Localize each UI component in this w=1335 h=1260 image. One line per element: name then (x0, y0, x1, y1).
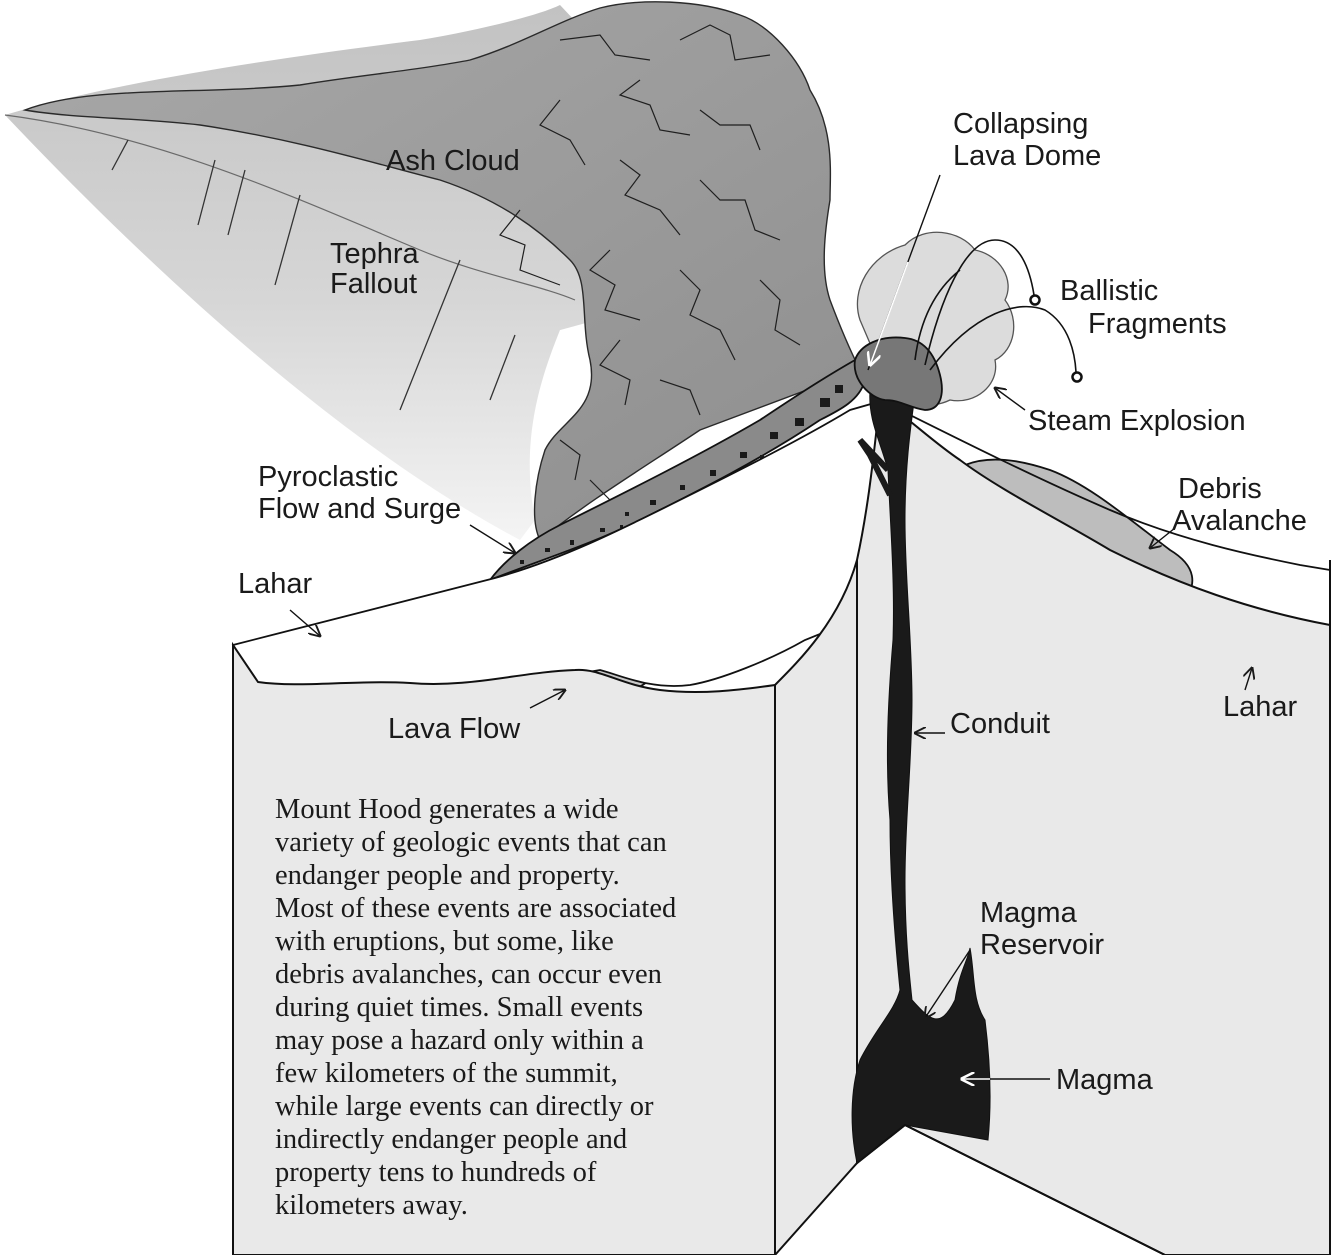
label-pyroclastic-line1: Pyroclastic (258, 461, 398, 493)
label-debris-line1: Debris (1178, 473, 1262, 505)
description-line: Most of these events are associated (275, 892, 745, 925)
description-line: may pose a hazard only within a (275, 1024, 745, 1057)
description-line: few kilometers of the summit, (275, 1057, 745, 1090)
description-line: variety of geologic events that can (275, 826, 745, 859)
label-debris-line2: Avalanche (1172, 505, 1307, 537)
description-line: endanger people and property. (275, 859, 745, 892)
label-tephra-line2: Fallout (330, 268, 417, 300)
description-line: indirectly endanger people and (275, 1123, 745, 1156)
label-lahar-right: Lahar (1223, 691, 1298, 723)
label-conduit: Conduit (950, 708, 1050, 740)
label-lava-dome-line2: Lava Dome (953, 140, 1101, 172)
description-paragraph: Mount Hood generates a wide variety of g… (275, 793, 745, 1222)
label-ballistic-line2: Fragments (1088, 308, 1227, 340)
description-line: debris avalanches, can occur even (275, 958, 745, 991)
ballistic-fragment-2 (1073, 373, 1082, 382)
label-lava-flow: Lava Flow (388, 713, 521, 745)
label-ash-cloud: Ash Cloud (386, 145, 520, 177)
label-lava-dome-line1: Collapsing (953, 108, 1088, 140)
description-line: while large events can directly or (275, 1090, 745, 1123)
block-front-right-face (775, 560, 857, 1255)
description-line: property tens to hundreds of (275, 1156, 745, 1189)
description-line: during quiet times. Small events (275, 991, 745, 1024)
description-line: with eruptions, but some, like (275, 925, 745, 958)
ballistic-fragment-1 (1031, 296, 1040, 305)
label-ballistic-line1: Ballistic (1060, 275, 1158, 307)
label-tephra-line1: Tephra (330, 238, 420, 270)
description-line: Mount Hood generates a wide (275, 793, 745, 826)
label-magma-reservoir-line1: Magma (980, 897, 1078, 929)
label-lahar-left: Lahar (238, 568, 313, 600)
steam-explosion-arrow (995, 388, 1025, 410)
label-magma: Magma (1056, 1064, 1154, 1096)
label-pyroclastic-line2: Flow and Surge (258, 493, 461, 525)
description-line: kilometers away. (275, 1189, 745, 1222)
label-magma-reservoir-line2: Reservoir (980, 929, 1104, 961)
label-steam-explosion: Steam Explosion (1028, 405, 1246, 437)
